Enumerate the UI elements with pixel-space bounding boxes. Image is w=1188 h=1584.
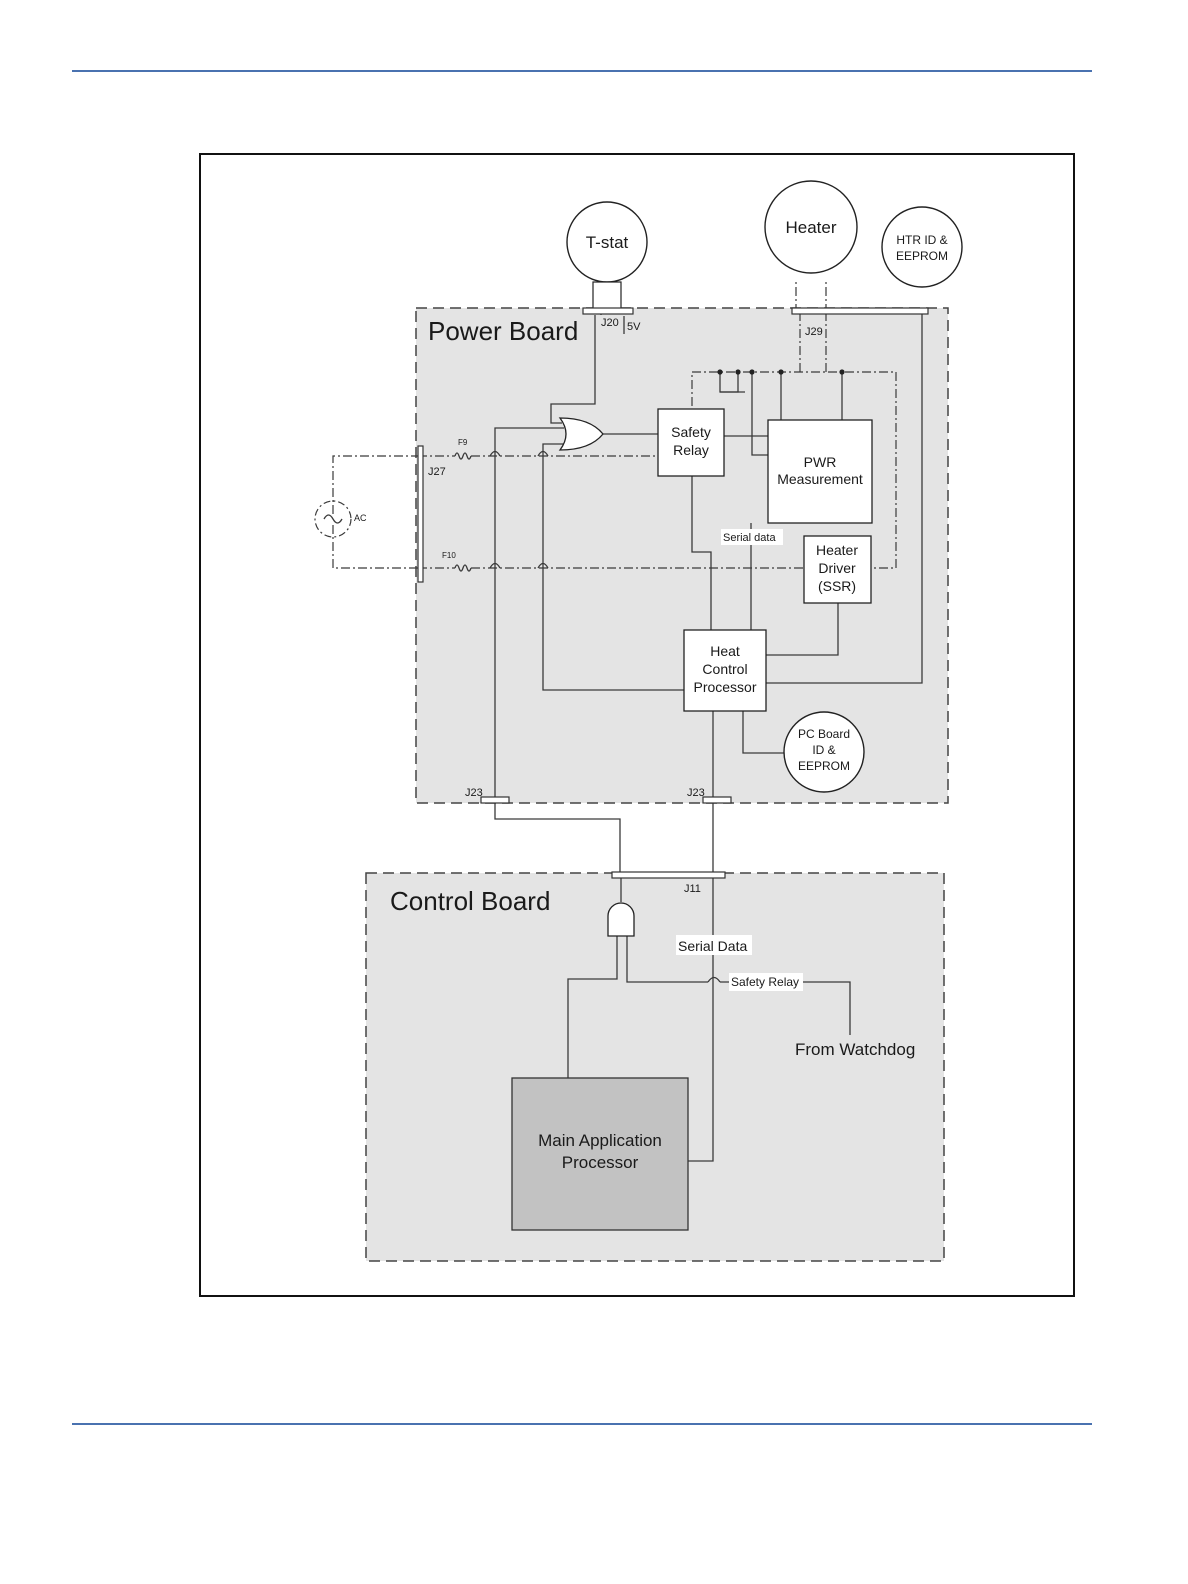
heater-label: Heater: [785, 218, 836, 237]
connector-j20: [583, 308, 633, 314]
ac-source-label: AC: [354, 513, 367, 523]
control-board-title: Control Board: [390, 886, 550, 916]
htr-id-eeprom-component: HTR ID & EEPROM: [882, 207, 962, 287]
htr-id-label-line2: EEPROM: [896, 249, 948, 263]
tstat-label: T-stat: [586, 233, 629, 252]
fuse-f9-label: F9: [458, 438, 468, 447]
connector-j29: [792, 308, 928, 314]
serial-data-power-label: Serial data: [723, 532, 776, 544]
connector-j23-left: [481, 797, 509, 803]
connector-j23-right: [703, 797, 731, 803]
htr-id-label-line1: HTR ID &: [896, 233, 947, 247]
heater-driver-line3: (SSR): [818, 578, 856, 594]
pwr-measurement-line1: PWR: [804, 454, 837, 470]
heater-driver-line1: Heater: [816, 542, 858, 558]
connector-j27: [418, 446, 423, 582]
heat-control-line3: Processor: [693, 679, 756, 695]
pwr-measurement-line2: Measurement: [777, 471, 863, 487]
connector-j11: [612, 872, 725, 878]
heater-component: Heater: [765, 181, 857, 273]
pc-board-id-line2: ID &: [812, 743, 835, 757]
power-board-title: Power Board: [428, 316, 578, 346]
safety-relay-line1: Safety: [671, 424, 711, 440]
heat-control-line1: Heat: [710, 643, 740, 659]
pc-board-id-line1: PC Board: [798, 727, 850, 741]
safety-relay-signal-label: Safety Relay: [731, 975, 799, 989]
main-app-line1: Main Application: [538, 1131, 662, 1150]
heat-control-line2: Control: [702, 661, 747, 677]
connector-j23-right-label: J23: [687, 787, 705, 799]
pc-board-id-line3: EEPROM: [798, 759, 850, 773]
connector-j27-label: J27: [428, 466, 446, 478]
safety-relay-line2: Relay: [673, 442, 709, 458]
and-gate-icon: [608, 903, 634, 936]
main-app-line2: Processor: [562, 1153, 639, 1172]
connector-j20-label: J20: [601, 317, 619, 329]
serial-data-control-label: Serial Data: [678, 938, 747, 954]
from-watchdog-label: From Watchdog: [795, 1040, 915, 1059]
connector-j29-label: J29: [805, 326, 823, 338]
heater-driver-line2: Driver: [818, 560, 856, 576]
connector-j20-5v-label: 5V: [627, 321, 641, 333]
connector-j23-left-label: J23: [465, 787, 483, 799]
connector-j11-label: J11: [684, 883, 701, 895]
fuse-f10-label: F10: [442, 551, 456, 560]
